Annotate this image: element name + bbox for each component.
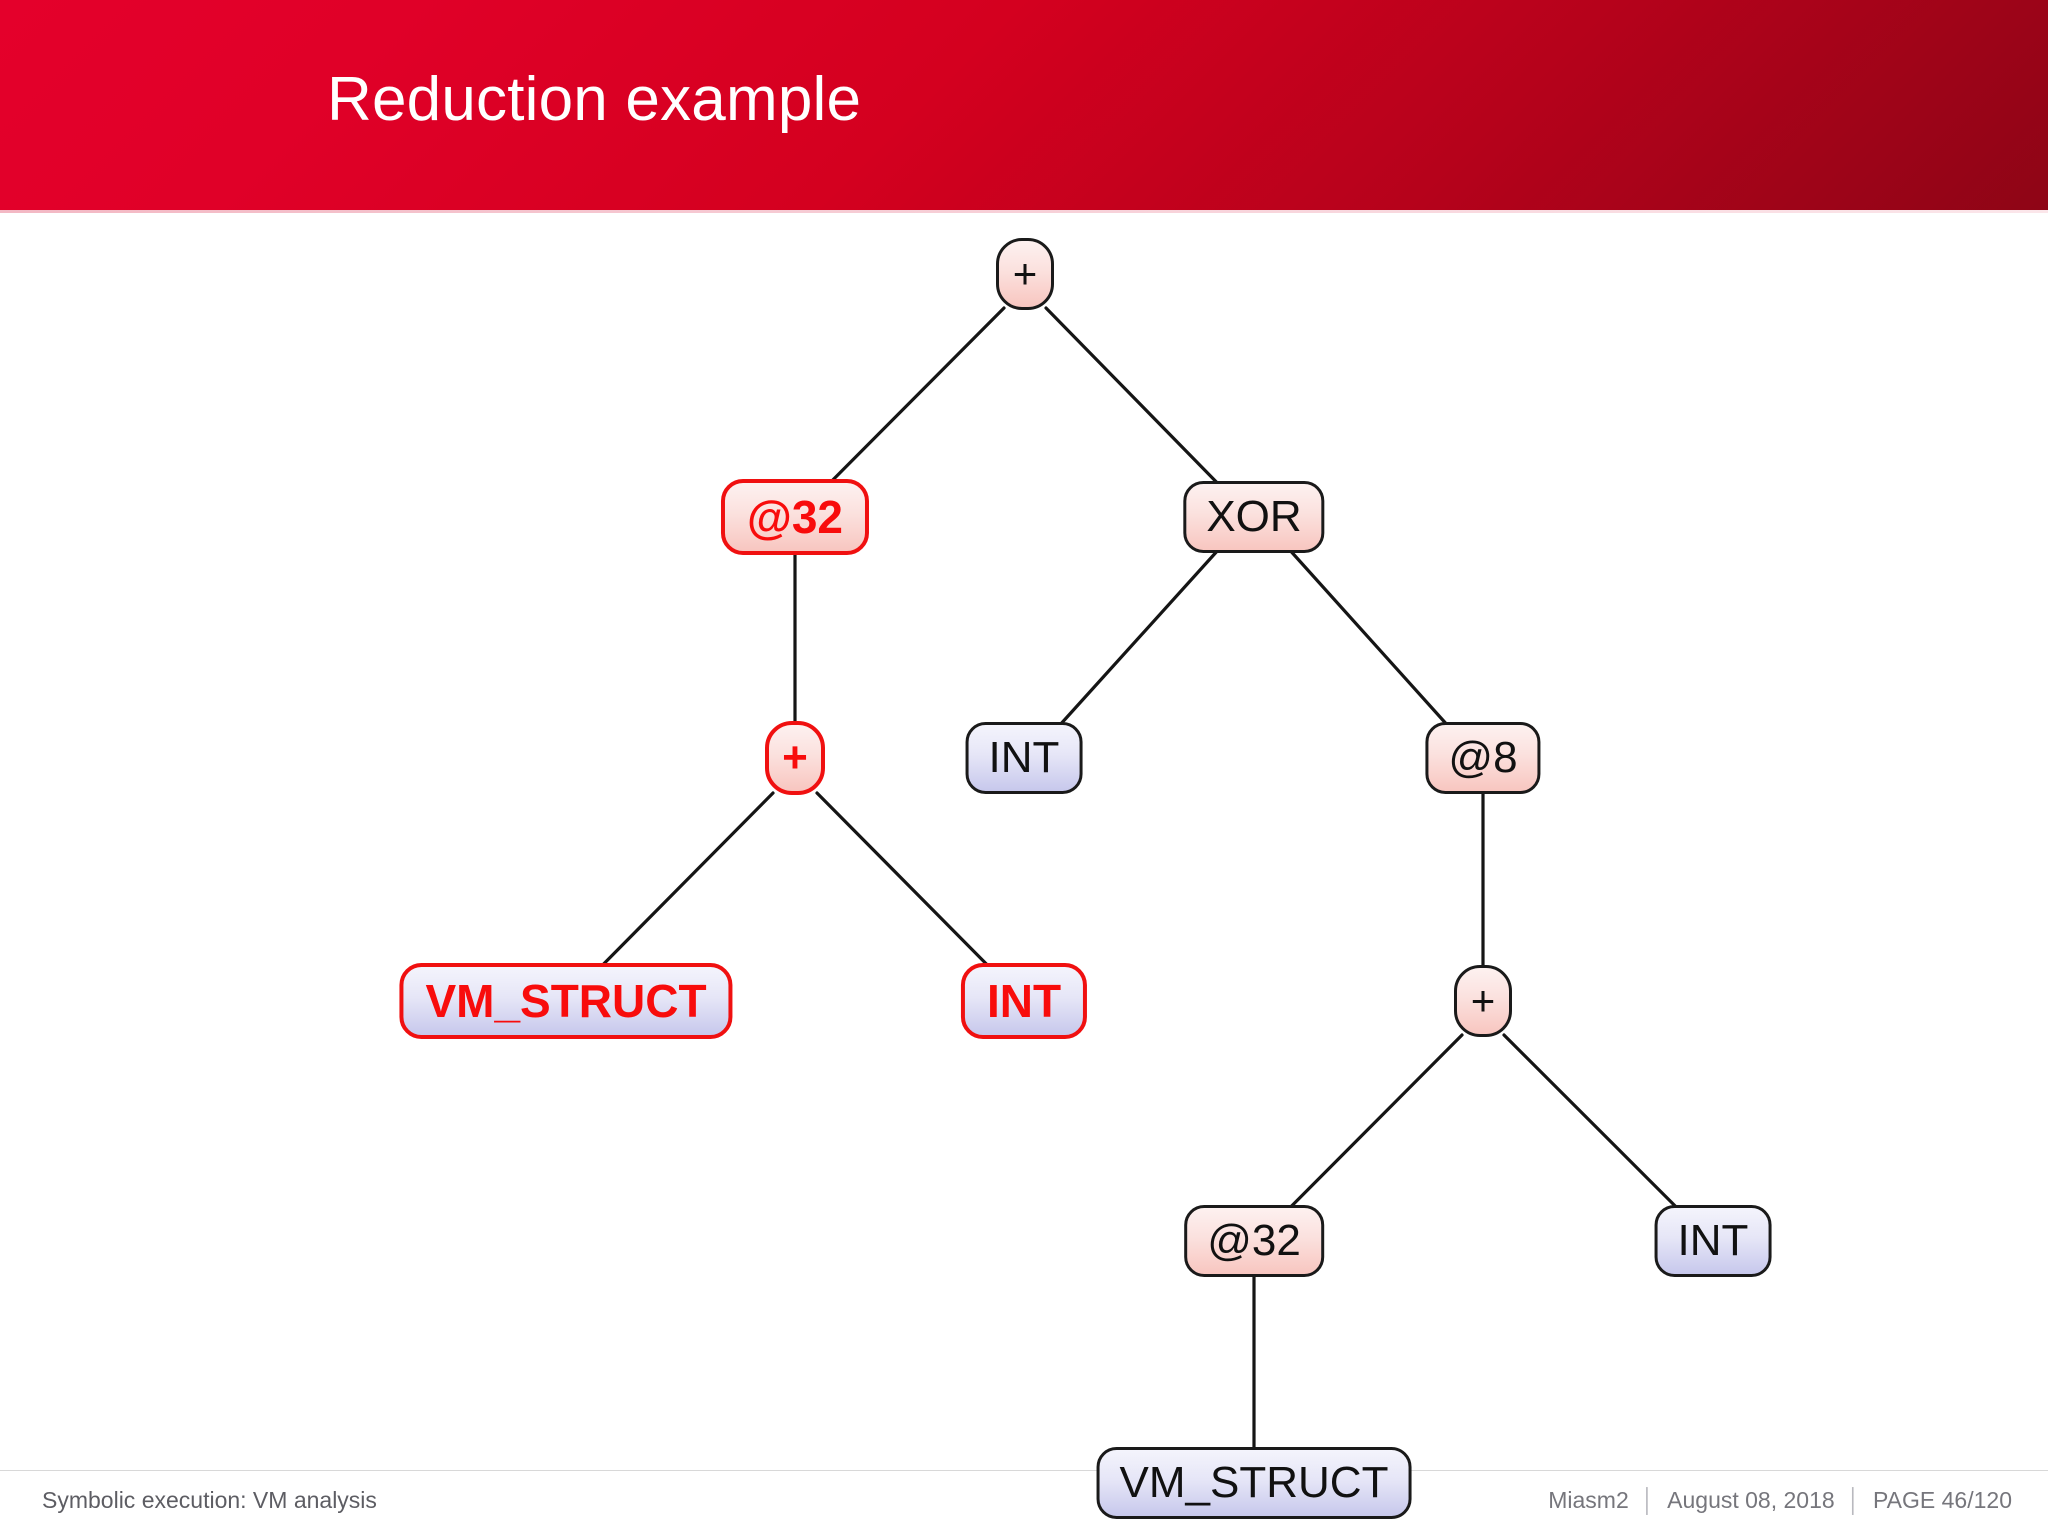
tree-node-at32_left: @32	[720, 479, 870, 555]
footer-project: Miasm2	[1548, 1487, 1629, 1513]
page-title: Reduction example	[327, 65, 862, 134]
tree-edge-plus_left-to-int_left	[815, 791, 989, 967]
tree-node-label: +	[1012, 250, 1038, 297]
slide-header-banner	[0, 0, 2048, 212]
tree-edge-root-to-xor	[1044, 306, 1219, 485]
tree-edge-plus_right-to-at32_right	[1289, 1033, 1464, 1209]
tree-edge-layer	[601, 306, 1678, 1451]
tree-node-at8: @8	[1425, 722, 1541, 794]
tree-node-label: INT	[1677, 1216, 1749, 1265]
tree-node-label: INT	[988, 733, 1060, 782]
tree-node-label: @32	[746, 491, 844, 543]
header-underline	[0, 210, 2048, 213]
tree-node-label: +	[782, 733, 808, 782]
tree-node-xor: XOR	[1183, 481, 1325, 553]
footer-divider	[0, 1470, 2048, 1471]
tree-node-int_right: INT	[1654, 1205, 1772, 1277]
tree-edge-xor-to-int_xor	[1059, 549, 1219, 726]
tree-node-plus_right: +	[1454, 965, 1512, 1037]
tree-edge-plus_left-to-vm_struct_l	[601, 791, 775, 967]
footer-page-number: PAGE 46/120	[1873, 1487, 2012, 1513]
footer-date: August 08, 2018	[1667, 1487, 1835, 1513]
tree-node-label: +	[1470, 977, 1496, 1024]
tree-node-label: XOR	[1206, 492, 1302, 541]
tree-node-at32_right: @32	[1184, 1205, 1324, 1277]
tree-node-label: VM_STRUCT	[1119, 1458, 1389, 1507]
tree-node-label: @8	[1448, 733, 1518, 782]
tree-node-int_xor: INT	[965, 722, 1083, 794]
tree-edge-plus_right-to-int_right	[1502, 1033, 1678, 1209]
footer-separator-1: │	[1640, 1487, 1656, 1513]
tree-node-vm_struct_r: VM_STRUCT	[1096, 1447, 1412, 1519]
footer-separator-2: │	[1846, 1487, 1862, 1513]
tree-node-int_left: INT	[960, 963, 1088, 1039]
footer-meta: Miasm2 │ August 08, 2018 │ PAGE 46/120	[1548, 1487, 2012, 1514]
tree-edge-xor-to-at8	[1289, 549, 1448, 726]
tree-node-label: @32	[1207, 1216, 1301, 1265]
tree-node-label: VM_STRUCT	[425, 975, 707, 1027]
tree-node-plus_left: +	[765, 721, 825, 795]
tree-node-vm_struct_l: VM_STRUCT	[399, 963, 733, 1039]
tree-node-label: INT	[986, 975, 1062, 1027]
tree-node-root: +	[996, 238, 1054, 310]
footer-subject: Symbolic execution: VM analysis	[42, 1487, 377, 1513]
tree-edge-root-to-at32_left	[830, 306, 1006, 483]
